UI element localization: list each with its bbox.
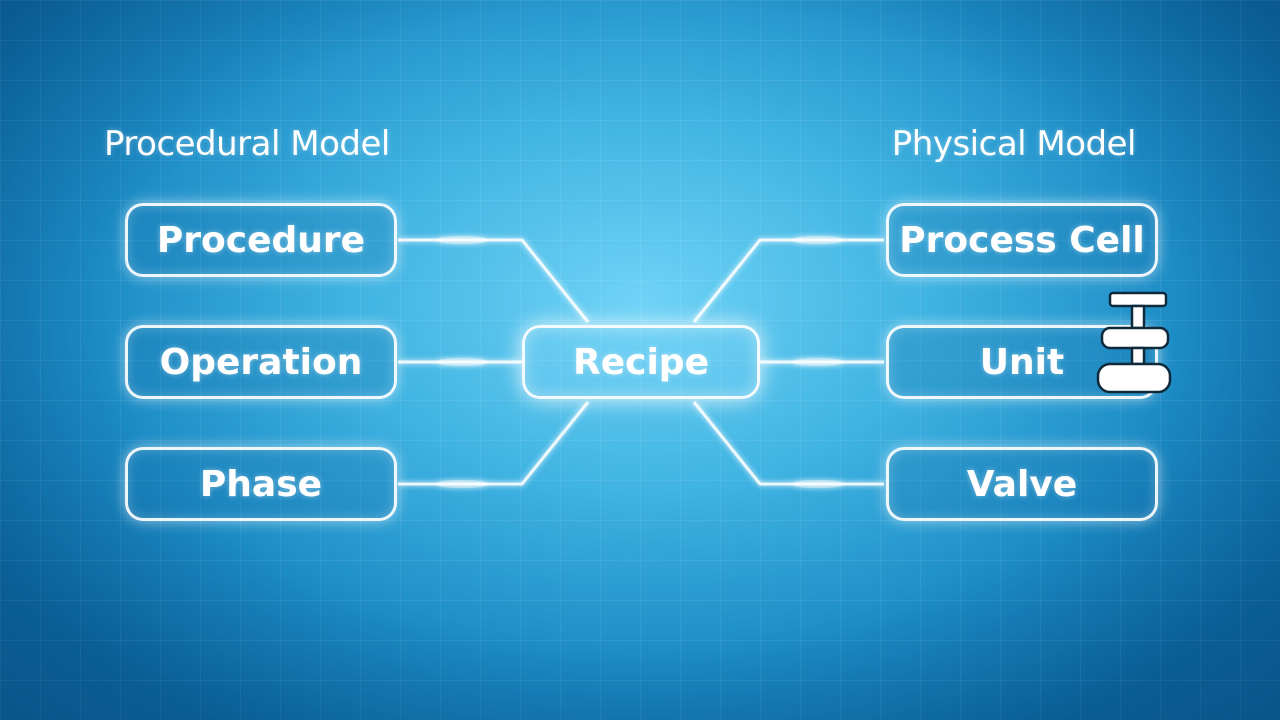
physical-model-heading: Physical Model [891, 124, 1137, 164]
glow-spot [792, 358, 844, 366]
process-cell-node: Process Cell [886, 203, 1158, 277]
valve-icon [1096, 291, 1172, 394]
phase-node: Phase [125, 447, 397, 521]
connector-procedure-recipe [398, 238, 590, 323]
glow-spot [436, 236, 488, 244]
glow-spot [792, 236, 844, 244]
connector-recipe-valve [692, 401, 884, 486]
glow-spot [436, 480, 488, 488]
valve-node: Valve [886, 447, 1158, 521]
operation-node: Operation [125, 325, 397, 399]
connector-recipe-process-cell [692, 238, 884, 323]
glow-spot [436, 358, 488, 366]
recipe-node: Recipe [522, 325, 760, 399]
procedural-model-heading: Procedural Model [104, 124, 390, 164]
procedure-node: Procedure [125, 203, 397, 277]
glow-spot [792, 480, 844, 488]
connector-phase-recipe [398, 401, 590, 486]
